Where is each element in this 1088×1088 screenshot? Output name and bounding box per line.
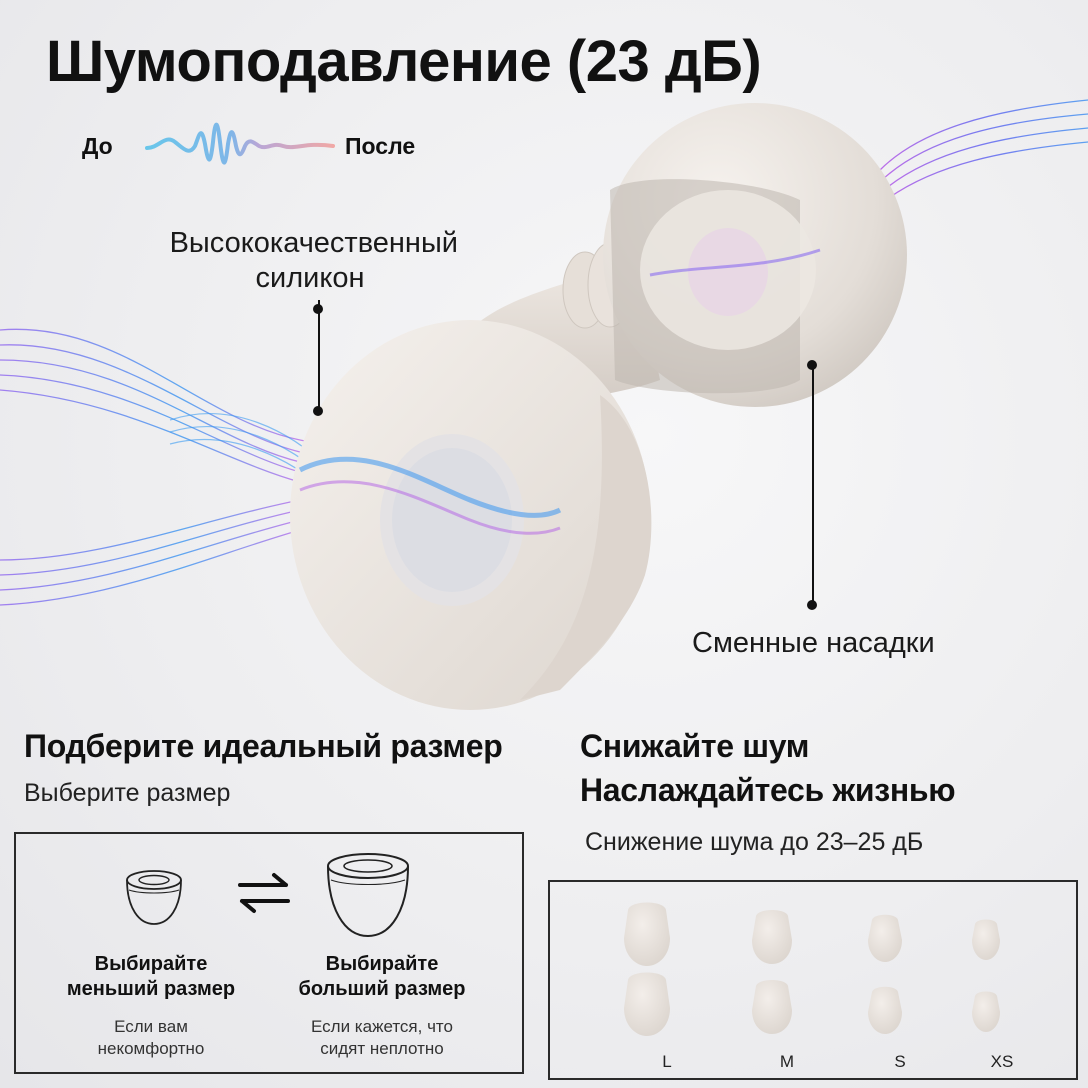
size-heading: Подберите идеальный размер: [24, 728, 503, 764]
size-label-l: L: [662, 1052, 672, 1071]
ear-tip-l: [624, 902, 670, 1036]
size-label-xs: XS: [990, 1052, 1014, 1071]
callout-dot: [313, 304, 323, 314]
smaller-label-line2: меньший размер: [66, 978, 236, 1000]
earplug-illustration: [0, 99, 1088, 710]
ear-tip-large-icon: [327, 853, 409, 938]
smaller-note-line1: Если вам: [114, 1017, 188, 1036]
sound-ribbon-right: [879, 99, 1088, 201]
larger-label-line1: Выбирайте: [325, 953, 439, 975]
smaller-label-line1: Выбирайте: [94, 953, 208, 975]
sizes-box: L M S XS: [548, 880, 1078, 1080]
ear-tip-xs: [972, 919, 1000, 1032]
after-label: После: [345, 133, 416, 159]
smaller-note-line2: некомфортно: [97, 1039, 205, 1059]
noise-subheading: Снижение шума до 23–25 дБ: [585, 828, 924, 856]
callout-dot: [807, 600, 817, 610]
callout-line-tips: [812, 365, 814, 607]
callout-dot: [807, 360, 817, 370]
larger-label-line2: больший размер: [298, 978, 466, 1000]
sound-wave-icon: [145, 122, 335, 165]
callout-material-line1: Высококачественный: [169, 227, 458, 259]
ear-tip-s: [868, 914, 902, 1034]
size-label-s: S: [894, 1052, 906, 1071]
noise-heading-line2: Наслаждайтесь жизнью: [580, 772, 956, 808]
callout-line-material: [318, 300, 320, 410]
swap-arrows-icon: [238, 873, 290, 913]
larger-note-line1: Если кажется, что: [311, 1017, 453, 1036]
noise-heading-line1: Снижайте шум: [580, 728, 810, 764]
before-label: До: [82, 133, 113, 159]
ear-tip-small-icon: [126, 870, 182, 925]
ear-tips-grid: [624, 902, 1000, 1036]
callout-material-line2: силикон: [255, 261, 365, 294]
ear-tip-m: [752, 910, 792, 1034]
callout-tips: Сменные насадки: [692, 627, 935, 659]
page-title: Шумоподавление (23 дБ): [46, 29, 762, 94]
size-choice-box: Выбирайте меньший размер Если вам некомф…: [14, 832, 524, 1074]
size-label-m: M: [779, 1052, 795, 1071]
larger-note-line2: сидят неплотно: [320, 1039, 444, 1059]
size-subheading: Выберите размер: [24, 779, 231, 807]
callout-dot: [313, 406, 323, 416]
